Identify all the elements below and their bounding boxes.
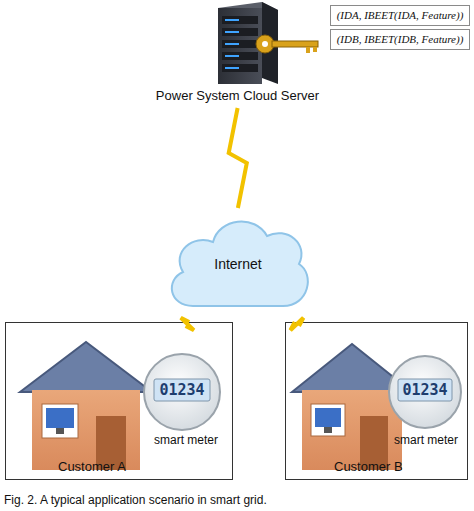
meter-icon [389,356,461,428]
meter-icon [144,354,220,430]
ciphertext-box: (IDB, IBEET(IDB, Feature)) [330,29,470,50]
lightning-link [290,318,303,331]
server-node: Power System Cloud Server [130,0,345,108]
internet-cloud: Internet [163,208,313,326]
lightning-link [181,318,194,330]
meter-reading: 01234 [398,381,452,399]
customer-label: Customer A [58,459,158,474]
customer-box: smart meterCustomer B [285,322,468,480]
meter-reading: 01234 [154,381,210,399]
meter-label: smart meter [386,433,466,447]
server-icon [218,2,278,84]
ciphertext-text: (IDA, IBEET(IDA, Feature)) [331,9,469,21]
lightning-link [229,108,247,208]
ciphertext-box: (IDA, IBEET(IDA, Feature)) [330,5,470,26]
ciphertext-text: (IDB, IBEET(IDB, Feature)) [331,33,469,45]
house-icon [20,342,152,470]
key-icon [256,35,318,53]
customer-box: smart meterCustomer A [5,322,233,480]
customer-label: Customer B [334,459,434,474]
figure-caption: Fig. 2. A typical application scenario i… [4,493,267,507]
meter-label: smart meter [146,433,226,447]
cloud-label: Internet [163,256,313,272]
server-label: Power System Cloud Server [130,88,345,103]
